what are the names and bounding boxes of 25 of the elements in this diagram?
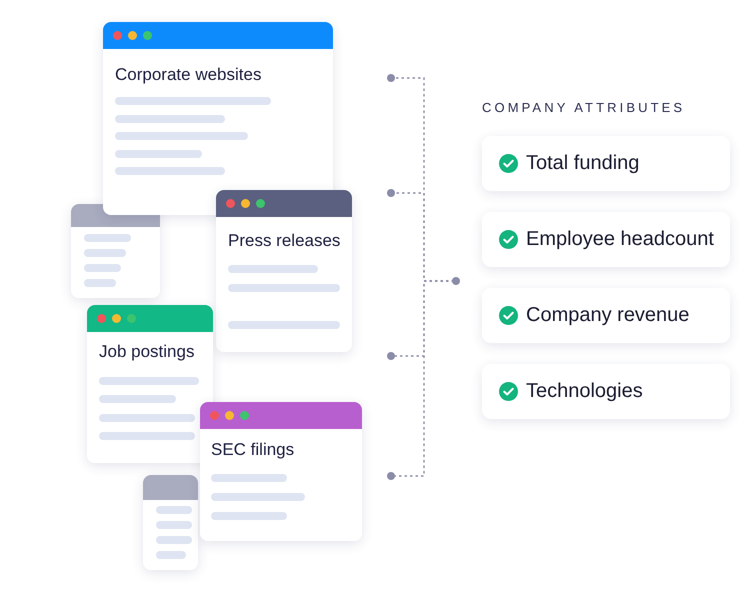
window-title: SEC filings [211,440,294,460]
connector-dot [387,74,395,82]
attribute-card [482,136,730,191]
connector-dot [387,352,395,360]
attribute-card [482,212,730,267]
connector-dot [452,277,460,285]
browser-window [87,305,213,463]
window-title: Corporate websites [115,65,262,85]
attribute-label: Company revenue [526,303,690,327]
attribute-label: Technologies [526,379,643,403]
browser-window [143,475,198,570]
attribute-card [482,288,730,343]
dotted-connector [395,280,452,477]
attribute-label: Total funding [526,151,640,175]
window-title: Press releases [228,231,340,251]
browser-window [71,204,160,298]
browser-window [216,190,352,352]
browser-window [103,22,333,215]
window-title: Job postings [99,342,194,362]
browser-window [200,402,362,541]
attribute-card [482,364,730,419]
section-heading: COMPANY ATTRIBUTES [482,100,686,116]
connector-dot [387,189,395,197]
connector-dot [387,472,395,480]
attribute-label: Employee headcount [526,227,714,251]
